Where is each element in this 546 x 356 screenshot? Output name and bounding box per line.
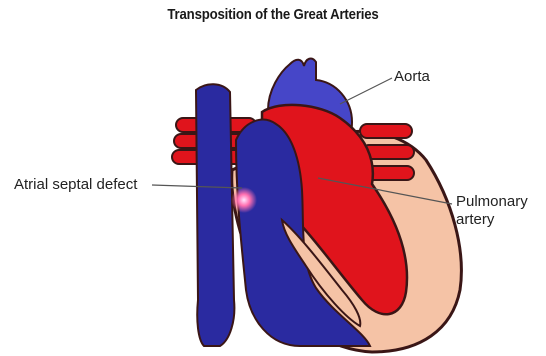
pulmonary-artery-label-line1: Pulmonary — [456, 193, 528, 211]
atrial-septal-defect-marker — [231, 187, 257, 213]
aorta-leader-line — [340, 78, 392, 104]
atrial-septal-defect-label: Atrial septal defect — [14, 176, 137, 194]
vena-cava — [196, 84, 234, 346]
pulmonary-artery-label: Pulmonary artery — [456, 193, 528, 229]
pulmonary-artery-label-line2: artery — [456, 211, 528, 229]
aorta-label: Aorta — [394, 68, 430, 86]
